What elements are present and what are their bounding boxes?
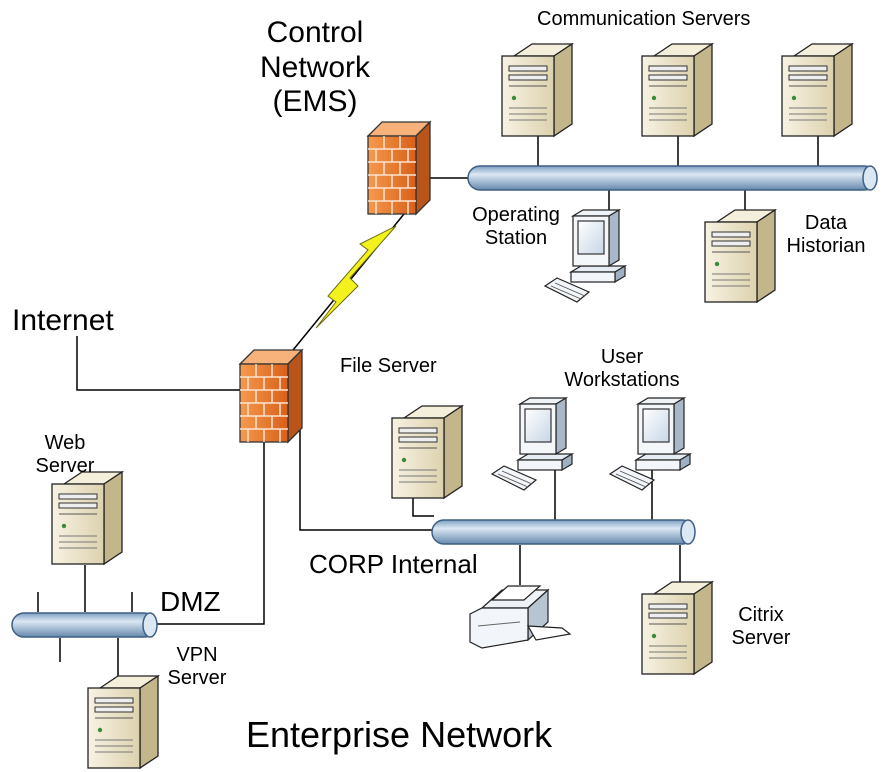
control-network-label-line2: Network	[259, 50, 371, 84]
control-network-label-line1: Control	[266, 16, 364, 49]
communication-servers-label: Communication Servers	[537, 8, 751, 30]
data-historian-server-icon	[704, 209, 776, 303]
file-server-link	[412, 498, 434, 517]
control-network-bus	[467, 165, 878, 191]
wan-link-lightning-icon	[315, 225, 397, 329]
vpn-server-label: VPN Server	[152, 644, 242, 690]
operating-station-label-line1: Operating	[472, 204, 560, 226]
web-server-label: Web Server	[20, 432, 110, 478]
control-network-label-line3: (EMS)	[272, 85, 358, 118]
web-server-label-line1: Web	[44, 432, 86, 454]
vpn-server-label-line2: Server	[167, 667, 227, 689]
data-historian-label: Data Historian	[774, 212, 878, 258]
corp-internal-label: CORP Internal	[309, 549, 478, 579]
citrix-server-label-line2: Server	[731, 627, 791, 649]
vpn-server-icon	[87, 675, 159, 769]
citrix-server-icon	[641, 581, 713, 675]
communication-server-2-icon	[641, 43, 713, 137]
web-server-icon	[51, 471, 123, 565]
connection-lines	[37, 136, 819, 680]
control-network-label: Control Network (EMS)	[240, 16, 390, 120]
internet-label: Internet	[12, 304, 114, 337]
enterprise-firewall-icon	[239, 349, 303, 443]
user-workstations-label-line2: Workstations	[564, 369, 680, 391]
firewall-to-dmz-link	[155, 440, 265, 625]
printer-icon	[469, 585, 571, 649]
control-firewall-icon	[367, 121, 431, 215]
communication-server-1-icon	[501, 43, 573, 137]
internet-link	[76, 336, 240, 391]
user-workstation-1-icon	[491, 397, 573, 491]
data-historian-label-line1: Data	[804, 212, 848, 234]
dmz-bus	[11, 612, 158, 638]
citrix-server-label-line1: Citrix	[738, 604, 784, 626]
file-server-icon	[391, 405, 463, 499]
user-workstation-2-icon	[609, 397, 691, 491]
corp-internal-bus	[431, 519, 696, 545]
data-historian-label-line2: Historian	[786, 235, 866, 257]
file-server-label: File Server	[340, 355, 437, 377]
user-workstations-label-line1: User	[600, 346, 644, 368]
firewall-to-corp-link	[299, 420, 434, 531]
communication-server-3-icon	[781, 43, 853, 137]
operating-station-label-line2: Station	[484, 227, 548, 249]
web-server-label-line2: Server	[35, 455, 95, 477]
operating-station-label: Operating Station	[456, 204, 576, 250]
vpn-server-label-line1: VPN	[176, 644, 218, 666]
citrix-server-label: Citrix Server	[716, 604, 806, 650]
enterprise-network-title: Enterprise Network	[246, 714, 553, 755]
user-workstations-label: User Workstations	[554, 346, 690, 392]
dmz-label: DMZ	[160, 586, 221, 617]
